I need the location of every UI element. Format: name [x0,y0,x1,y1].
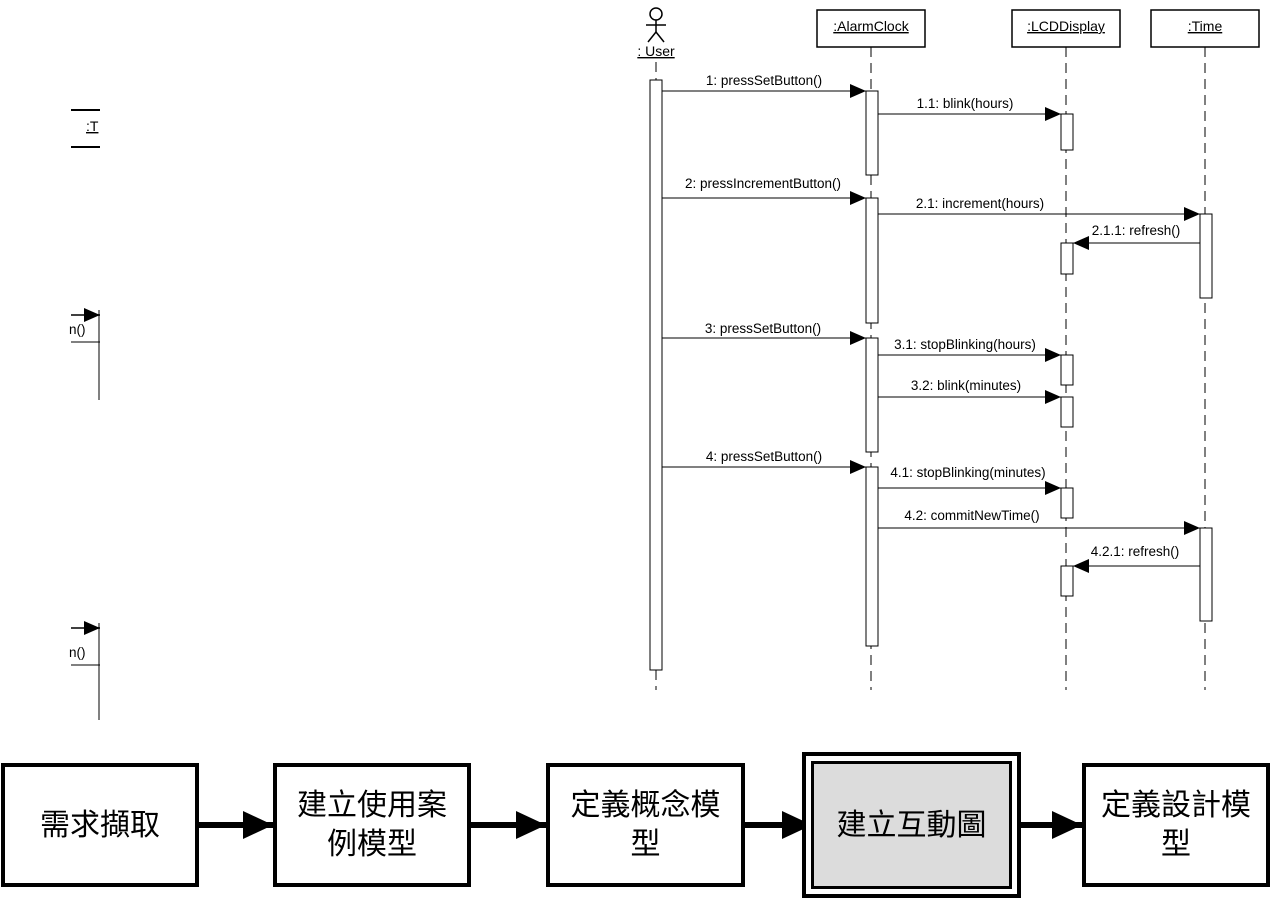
left-fragment: :T n() n() [69,109,100,720]
alarmclock-label: :AlarmClock [833,18,909,34]
fragment-object-label: :T [86,118,99,134]
process-step-requirements: 需求擷取 [1,763,199,887]
message-label: 3.1: stopBlinking(hours) [894,337,1036,352]
user-lifeline-label: : User [637,43,675,59]
message-label: 3.2: blink(minutes) [911,378,1021,393]
process-step-label: 型 [630,827,661,862]
message-label: 1: pressSetButton() [706,73,822,88]
time-label: :Time [1188,18,1223,34]
process-step-interaction-diagram: 建立互動圖 [802,752,1021,898]
message-label: 1.1: blink(hours) [917,96,1014,111]
actor-stick-figure-icon [646,7,666,43]
message-label: 2: pressIncrementButton() [685,176,841,191]
process-step-concept-model: 定義概念模 型 [546,763,745,887]
lcddisplay-lifeline: :LCDDisplay [1011,9,1121,690]
process-flow-arrows [198,811,1082,839]
message-label: 2.1: increment(hours) [916,196,1044,211]
fragment-message-b: n() [69,645,86,660]
message-label: 2.1.1: refresh() [1092,223,1181,238]
message-label: 4: pressSetButton() [706,449,822,464]
message-label: 3: pressSetButton() [705,321,821,336]
process-step-label: 建立使用案 [297,788,447,823]
sequence-diagram: :T n() n() : User :AlarmClock [69,7,1260,720]
process-step-label: 定義設計模 [1101,788,1251,823]
process-step-label: 例模型 [327,827,417,862]
process-step-label: 建立互動圖 [836,807,987,843]
alarmclock-lifeline: :AlarmClock [816,9,926,690]
process-step-use-case-model: 建立使用案 例模型 [273,763,471,887]
fragment-message-a: n() [69,322,86,337]
process-step-label: 需求擷取 [40,807,160,843]
message-label: 4.2.1: refresh() [1091,544,1180,559]
process-step-label: 型 [1161,827,1191,862]
lcddisplay-label: :LCDDisplay [1027,18,1105,34]
user-activation-bar [649,79,663,671]
message-label: 4.1: stopBlinking(minutes) [890,465,1045,480]
time-lifeline: :Time [1150,9,1260,690]
process-step-label: 定義概念模 [570,788,721,823]
message-label: 4.2: commitNewTime() [904,508,1039,523]
process-step-design-model: 定義設計模 型 [1082,763,1270,887]
user-actor: : User [637,7,675,690]
messages: 1: pressSetButton() 1.1: blink(hours) 2:… [662,73,1200,573]
